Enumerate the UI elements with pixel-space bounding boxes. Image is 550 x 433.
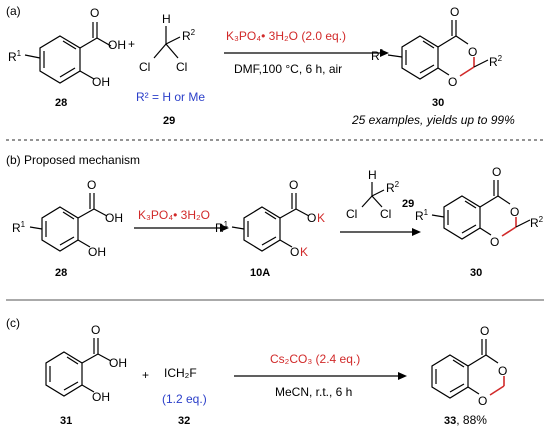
compound-label-32: 32 <box>178 415 190 427</box>
compound-29-structure: H R2 Cl Cl <box>139 12 196 74</box>
atom-OH-acid-31: OH <box>109 356 127 370</box>
atom-K-carboxylate: K <box>317 211 325 225</box>
atom-O-carbonyl-28b: O <box>87 178 96 192</box>
atom-OH-phenol-31: OH <box>92 390 110 404</box>
atom-R2-30: R2 <box>489 54 503 69</box>
compound-10A-structure: O O K O K R1 <box>215 178 325 259</box>
compound-28-structure-b: O OH OH R1 <box>12 178 123 259</box>
atom-OH-phenol: OH <box>92 75 110 89</box>
compound-label-28-b: 28 <box>55 267 67 279</box>
compound-30-structure-a: O O O R2 R1 <box>371 5 503 89</box>
atom-Cl-left-29b: Cl <box>346 207 357 221</box>
reagent-ICH2F: ICH₂F <box>164 366 197 380</box>
atom-O-carbonyl-10A: O <box>289 178 298 192</box>
conditions-c: MeCN, r.t., 6 h <box>275 385 352 399</box>
atom-O-phenolate-10A: O <box>290 245 299 259</box>
atom-O-ring-30b: O <box>510 205 519 219</box>
scope-summary: 25 examples, yields up to 99% <box>351 113 515 127</box>
compound-label-28-a: 28 <box>55 97 67 109</box>
compound-label-30-a: 30 <box>432 97 444 109</box>
atom-O-carbonyl-30: O <box>450 5 459 19</box>
atom-H-29b: H <box>368 168 377 182</box>
compound-33-structure: O O O <box>431 324 507 408</box>
compound-28-structure-a: O OH OH R1 <box>8 6 126 89</box>
atom-O-ring-33: O <box>498 364 507 378</box>
compound-label-10A: 10A <box>250 267 270 279</box>
compound-label-30-b: 30 <box>470 267 482 279</box>
atom-O-carbonyl-30b: O <box>492 165 501 179</box>
atom-Cl-right-29b: Cl <box>380 207 391 221</box>
atom-O-carbonyl: O <box>90 6 99 20</box>
compound-31-structure: O OH OH <box>45 323 127 404</box>
atom-O-ether-33: O <box>478 394 487 408</box>
compound-30-structure-b: O O O R2 R1 <box>415 165 544 249</box>
compound-29-structure-b: H R2 Cl Cl <box>346 168 400 221</box>
compound-label-33: 33, 88% <box>444 413 487 427</box>
atom-R2-30b: R2 <box>530 215 544 230</box>
compound-label-29-b: 29 <box>402 198 414 210</box>
atom-R1-10A: R1 <box>215 220 229 235</box>
atom-O-carboxylate-10A: O <box>307 211 316 225</box>
atom-Cl-left: Cl <box>139 60 150 74</box>
atom-O-carbonyl-33: O <box>480 324 489 338</box>
reagent-c: Cs₂CO₃ (2.4 eq.) <box>270 352 360 366</box>
arrowhead-b1 <box>220 224 229 232</box>
atom-OH-acid: OH <box>108 38 126 52</box>
reagent-a: K₃PO₄• 3H₂O (2.0 eq.) <box>226 29 346 43</box>
section-b-label: (b) Proposed mechanism <box>6 153 140 167</box>
atom-O-ether-30b: O <box>490 235 499 249</box>
atom-R2-29: R2 <box>182 28 196 43</box>
atom-R1-28b: R1 <box>12 220 26 235</box>
atom-OH-phenol-28b: OH <box>88 245 106 259</box>
arrowhead-a <box>380 49 389 57</box>
plus-sign-c: + <box>142 368 149 382</box>
atom-Cl-right: Cl <box>176 60 187 74</box>
compound-label-31: 31 <box>60 415 72 427</box>
atom-R1: R1 <box>8 49 22 64</box>
atom-H: H <box>162 12 171 26</box>
atom-O-ether-30: O <box>448 75 457 89</box>
atom-R2-29b: R2 <box>386 180 400 195</box>
atom-O-carbonyl-31: O <box>91 323 100 337</box>
atom-OH-acid-28b: OH <box>105 211 123 225</box>
section-a-label: (a) <box>6 4 21 18</box>
conditions-a: DMF,100 °C, 6 h, air <box>234 62 342 76</box>
plus-sign-a: + <box>128 37 135 51</box>
reagent-b: K₃PO₄• 3H₂O <box>138 208 210 222</box>
atom-K-phenolate: K <box>300 245 308 259</box>
arrowhead-b2 <box>412 228 421 236</box>
r2-definition: R² = H or Me <box>136 90 205 104</box>
section-c-label: (c) <box>6 316 20 330</box>
atom-R1-30b: R1 <box>415 208 429 223</box>
reagent-ICH2F-amount: (1.2 eq.) <box>162 392 207 406</box>
atom-O-ring-30: O <box>468 45 477 59</box>
arrowhead-c <box>398 372 407 380</box>
atom-R1-30: R1 <box>371 48 385 63</box>
compound-label-29: 29 <box>163 115 175 127</box>
